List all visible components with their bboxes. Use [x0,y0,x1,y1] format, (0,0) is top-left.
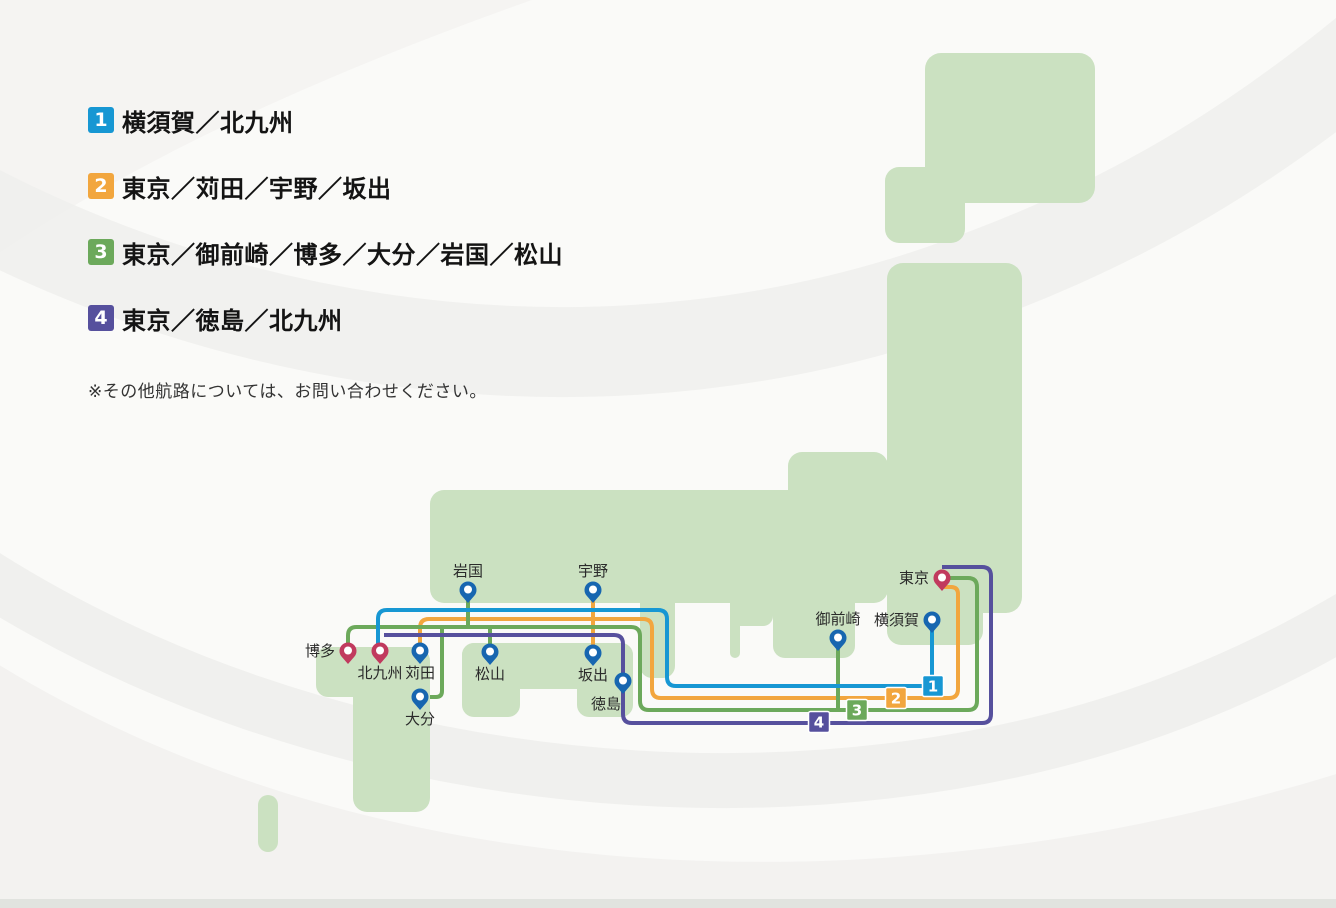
port-label-sakaide: 坂出 [578,666,608,684]
land-hokkaido-main [925,53,1095,203]
pin-layer [339,569,951,710]
pin-tokushima [614,672,632,694]
swoosh-bottom-fill [0,665,1336,908]
port-label-kanda: 苅田 [405,664,435,682]
route-badge-box-1 [921,674,945,698]
pin-dot-uno [589,585,597,594]
legend-item-2: 2 東京／苅田／宇野／坂出 [88,173,563,203]
pin-dot-yokosuka [928,615,936,624]
pin-kanda [411,642,429,664]
route-badge-number-4: 4 [814,714,824,732]
bottom-strip [0,899,1336,908]
route-badge-3: 3 [845,698,869,722]
route-3-line-1 [346,576,979,712]
pin-omaezaki [829,629,847,651]
pin-dot-kitakyushu [376,646,384,655]
pin-dot-iwakuni [464,585,472,594]
legend-item-3: 3 東京／御前崎／博多／大分／岩国／松山 [88,239,563,269]
pin-yokosuka [923,611,941,633]
route-badge-box-2 [884,686,908,710]
legend-item-4: 4 東京／徳島／北九州 [88,305,563,335]
legend-label-1: 横須賀／北九州 [122,108,294,137]
legend-badge-3: 3 [88,239,114,265]
route-3-line-5 [430,627,444,699]
land-hokkaido-sw [885,167,965,243]
badge-layer: 1 2 3 4 [807,674,945,734]
pin-uno [584,581,602,603]
route-badge-1: 1 [921,674,945,698]
port-label-uno: 宇野 [578,562,608,580]
route-badge-number-3: 3 [852,702,862,720]
legend-label-3: 東京／御前崎／博多／大分／岩国／松山 [122,240,563,269]
port-label-tokushima: 徳島 [591,695,621,713]
port-label-tokyo: 東京 [899,569,929,587]
land-layer [258,53,1095,852]
pin-dot-tokyo [938,573,946,582]
land-ise-strip [730,560,740,658]
legend-label-4: 東京／徳島／北九州 [122,306,343,335]
route-badge-box-4 [807,710,831,734]
pin-dot-omaezaki [834,633,842,642]
route-4-line-1 [384,565,993,725]
legend-badge-2: 2 [88,173,114,199]
land-island-south [258,795,278,852]
route-badge-number-2: 2 [891,690,901,708]
pin-dot-kanda [416,646,424,655]
other-routes-note: ※その他航路については、お問い合わせください。 [88,382,487,402]
pin-tokyo [933,569,951,591]
pin-iwakuni [459,581,477,603]
route-2-line-1 [418,585,960,700]
pin-dot-tokushima [619,676,627,685]
pin-dot-oita [416,692,424,701]
route-badge-box-3 [845,698,869,722]
port-label-kitakyushu: 北九州 [357,664,402,682]
land-ise-block [730,560,773,626]
swoosh-upper-arc [0,17,1336,397]
port-label-iwakuni: 岩国 [453,562,483,580]
port-label-oita: 大分 [405,710,435,728]
land-honshu-east [887,263,1022,613]
port-label-hakata: 博多 [305,642,335,660]
pin-dot-matsuyama [486,647,494,656]
route-badge-2: 2 [884,686,908,710]
pin-oita [411,688,429,710]
route-badge-number-1: 1 [928,678,938,696]
pin-dot-hakata [344,646,352,655]
route-legend: 1 横須賀／北九州 2 東京／苅田／宇野／坂出 3 東京／御前崎／博多／大分／岩国／松山 4… [88,107,563,371]
port-label-matsuyama: 松山 [475,665,505,683]
legend-badge-4: 4 [88,305,114,331]
route-layer [346,565,993,725]
land-kyushu-main [353,647,430,812]
pin-hakata [339,642,357,664]
legend-item-1: 1 横須賀／北九州 [88,107,563,137]
land-shikoku-sw [462,643,520,717]
pin-dot-sakaide [589,648,597,657]
route-badge-4: 4 [807,710,831,734]
legend-label-2: 東京／苅田／宇野／坂出 [122,174,392,203]
pin-kitakyushu [371,642,389,664]
pin-matsuyama [481,643,499,665]
port-label-omaezaki: 御前崎 [815,610,860,628]
swoosh-top-left-wedge [0,0,532,253]
pin-sakaide [584,644,602,666]
legend-badge-1: 1 [88,107,114,133]
swoosh-lower-arc [0,553,1336,809]
port-label-yokosuka: 横須賀 [874,611,919,629]
